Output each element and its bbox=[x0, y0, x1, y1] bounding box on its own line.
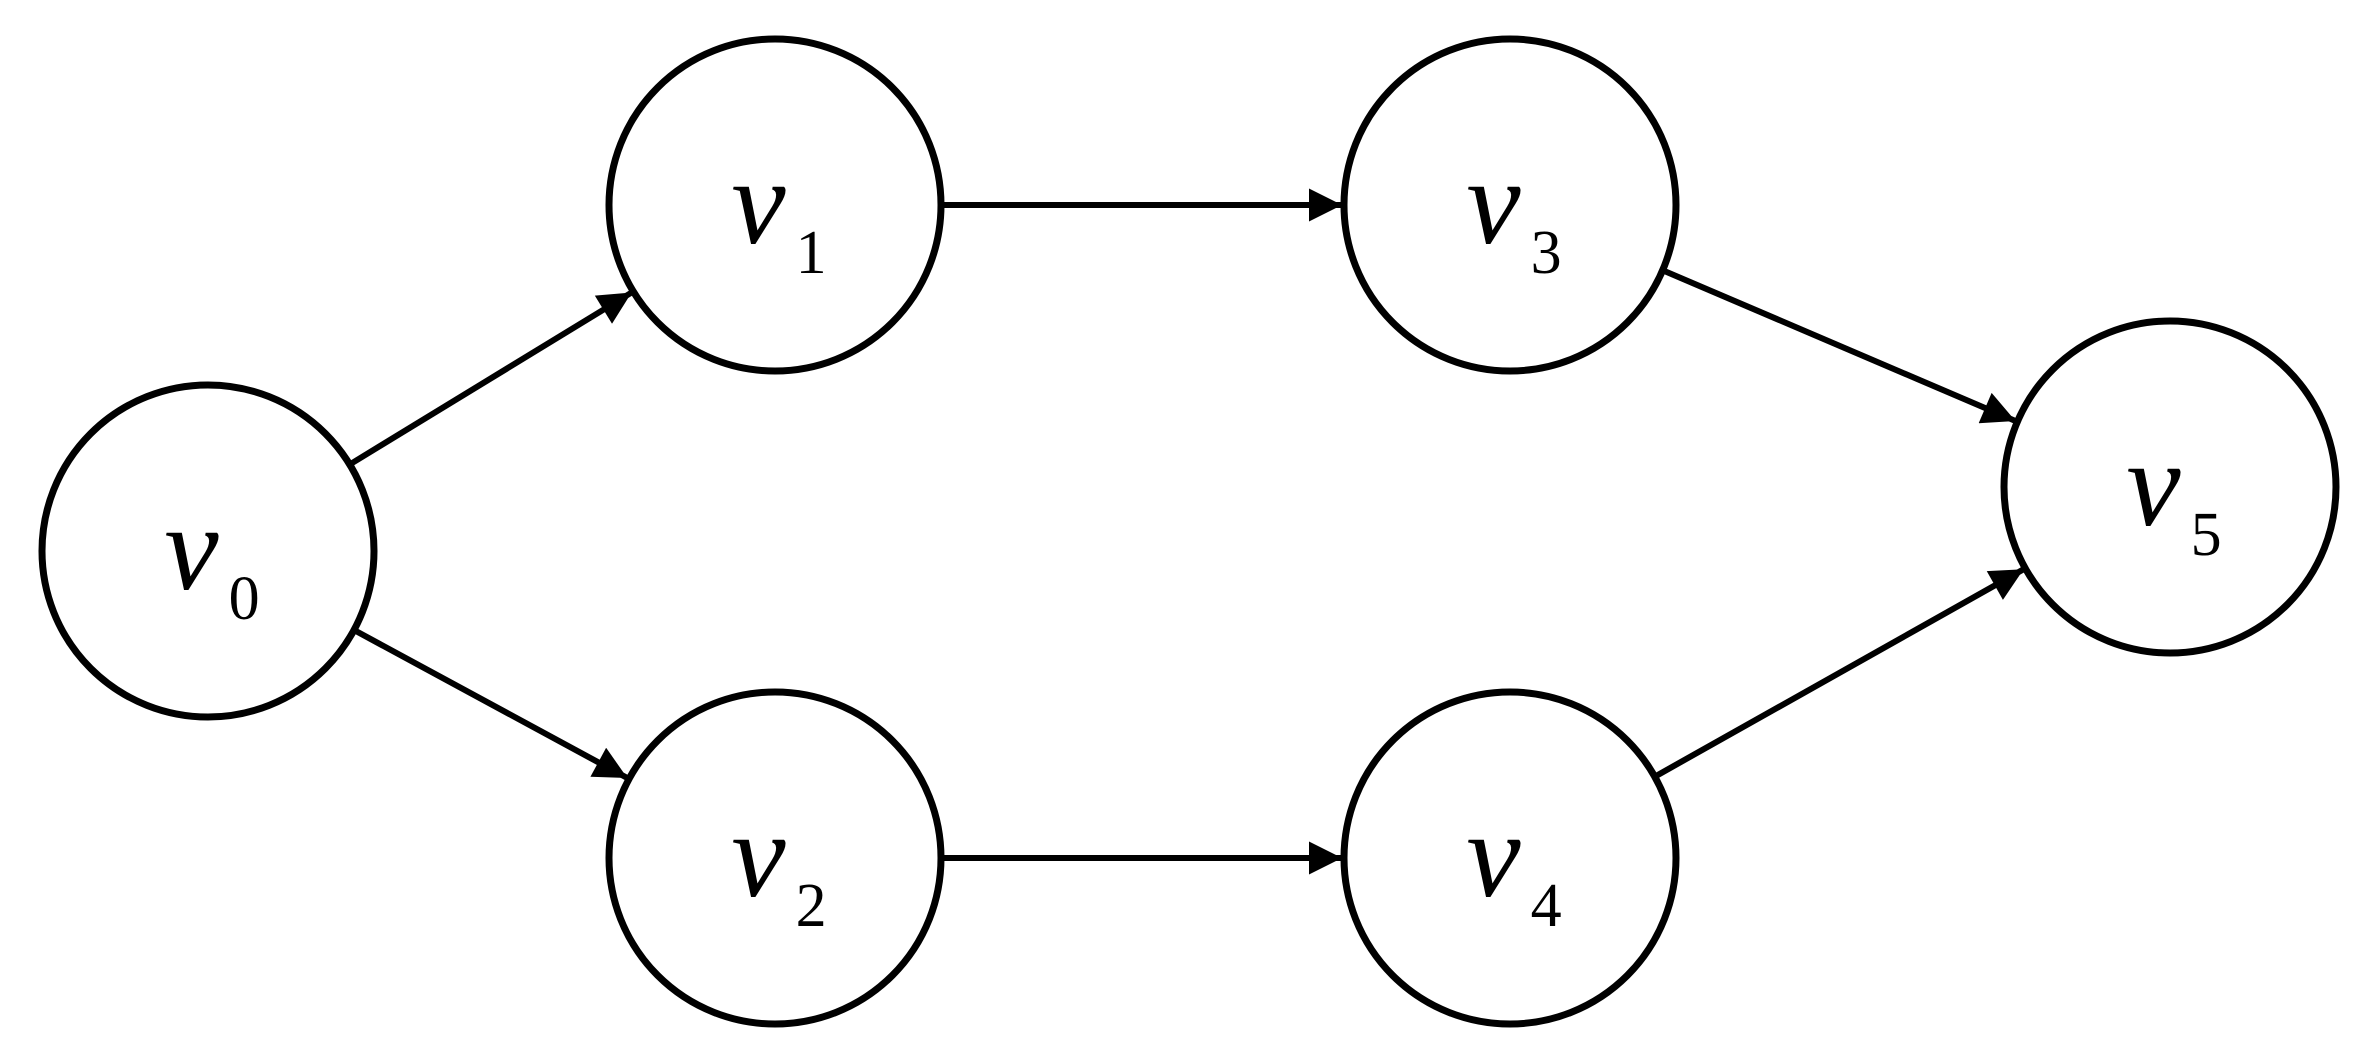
node-v0-subscript: 0 bbox=[229, 565, 260, 633]
edge-v0-v2-arrow bbox=[352, 627, 629, 781]
node-v3-subscript: 3 bbox=[1531, 219, 1562, 287]
node-v5-circle bbox=[2000, 317, 2340, 657]
edge-v0-v1-arrow bbox=[348, 289, 634, 468]
edge-v3-v5-arrow bbox=[1661, 267, 2017, 424]
node-v2-circle bbox=[605, 688, 945, 1028]
node-v0-circle bbox=[38, 381, 378, 721]
edge-v4-v5-arrow bbox=[1653, 566, 2026, 780]
node-v1-circle bbox=[605, 35, 945, 375]
node-v4-variable: v bbox=[1466, 788, 1521, 923]
node-v2-variable: v bbox=[731, 788, 786, 923]
node-v4-circle bbox=[1340, 688, 1680, 1028]
edges-layer bbox=[348, 188, 2026, 875]
node-v3-variable: v bbox=[1466, 135, 1521, 270]
node-v3-circle bbox=[1340, 35, 1680, 375]
node-v5-subscript: 5 bbox=[2191, 501, 2222, 569]
node-v1-subscript: 1 bbox=[796, 219, 827, 287]
node-v5-variable: v bbox=[2126, 417, 2181, 552]
node-v1-variable: v bbox=[731, 135, 786, 270]
node-v2-subscript: 2 bbox=[796, 872, 827, 940]
node-v4-subscript: 4 bbox=[1531, 872, 1562, 940]
node-v0-variable: v bbox=[164, 481, 219, 616]
